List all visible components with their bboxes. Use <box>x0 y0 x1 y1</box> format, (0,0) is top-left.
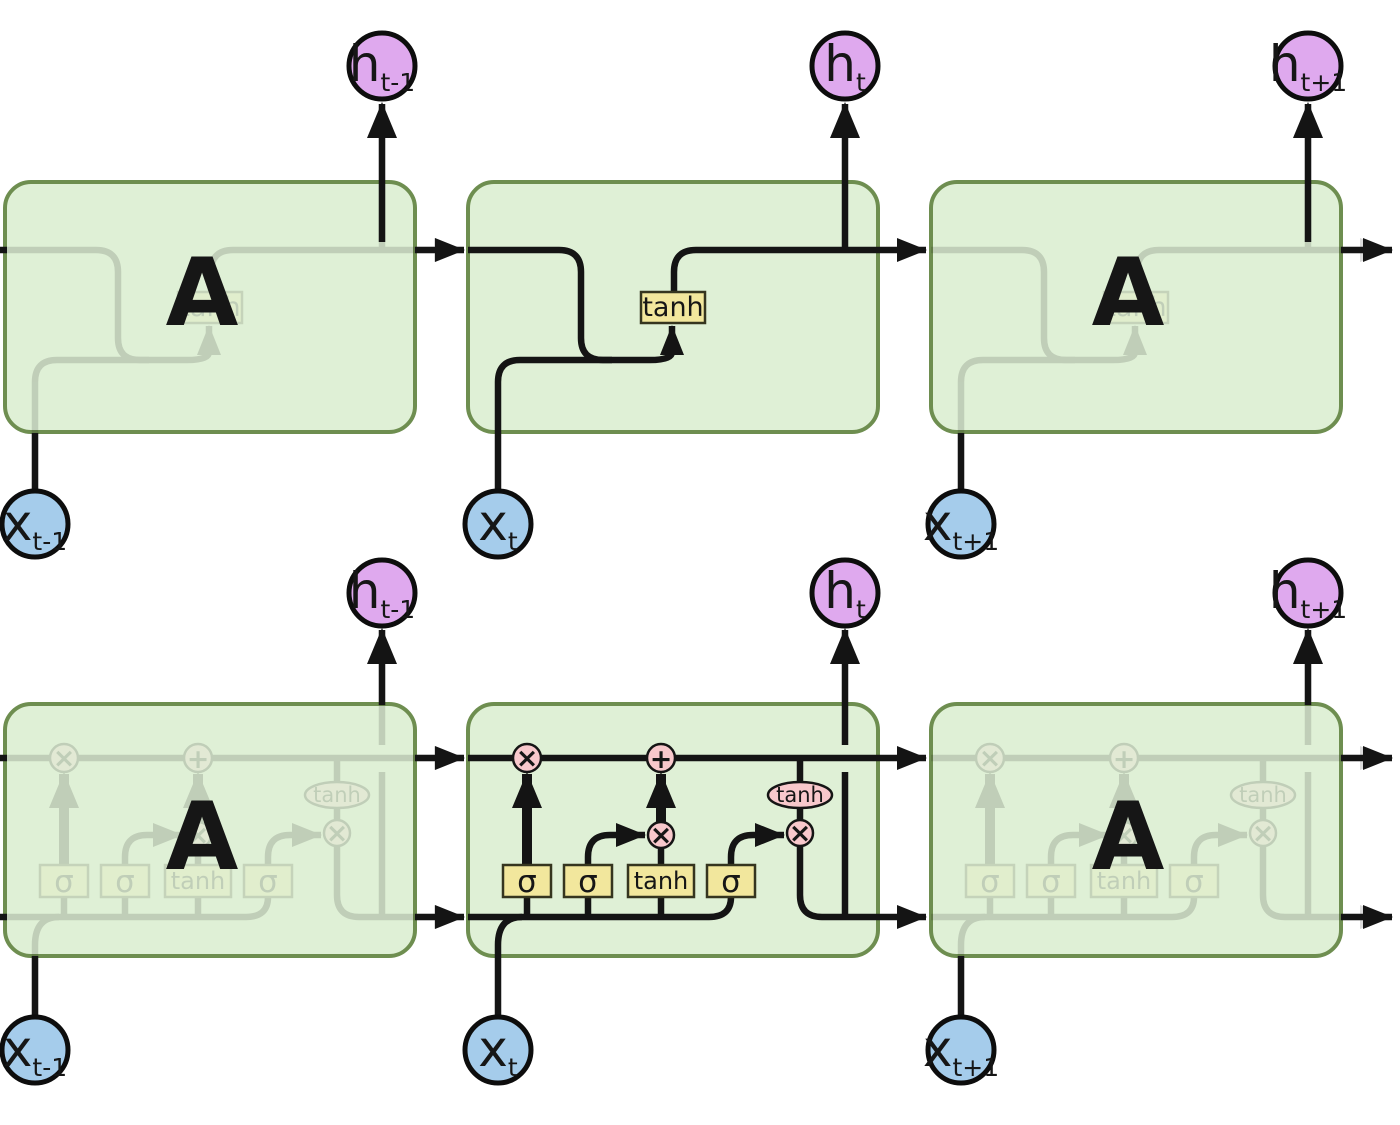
node-x-prev-label: xt-1 <box>3 494 67 556</box>
node-h-next-lstm <box>1272 557 1344 629</box>
node-x-next-label: xt+1 <box>923 494 999 556</box>
cell-add-op <box>645 742 677 774</box>
node-h-next-label: ht+1 <box>1269 35 1347 97</box>
cell-tanh-output-wire <box>796 761 927 929</box>
output-gate-box <box>705 863 757 899</box>
node-x-prev <box>0 488 71 560</box>
tanh-activation-box <box>639 290 707 325</box>
candidate-gate-label: tanh <box>634 867 689 895</box>
forget-multiply-label: × <box>516 743 539 774</box>
node-x-next-lstm-label: xt+1 <box>923 1020 999 1082</box>
node-x-current-lstm-label: xt <box>478 1020 518 1082</box>
node-x-current-lstm <box>462 1014 534 1086</box>
node-x-current-label: xt <box>478 494 518 556</box>
lstm-input-x-wire <box>494 913 523 1017</box>
input-multiply-op <box>646 820 676 850</box>
output-gate-arrow <box>727 823 785 867</box>
node-h-current-label: ht <box>824 35 866 97</box>
lstm-internals: σ σ tanh σ × + × tanh × <box>468 628 927 1017</box>
cell-add-label: + <box>650 744 673 775</box>
rnn-chain-row: tanh A A ht-1 ht ht+1 xt-1 xt xt+1 <box>0 30 1393 560</box>
node-h-prev-lstm-label: ht-1 <box>349 562 415 624</box>
rnn-input-x-wire <box>494 356 612 491</box>
node-h-current <box>809 30 881 102</box>
node-h-next-lstm-label: ht+1 <box>1269 562 1347 624</box>
lstm-module-label-next: A <box>1092 783 1165 892</box>
input-gate-box <box>562 863 614 899</box>
lstm-chain-row: σ σ tanh σ × + × tanh × A A <box>0 557 1392 1086</box>
output-multiply-label: × <box>789 818 812 849</box>
node-h-prev <box>346 30 418 102</box>
output-gate-label: σ <box>721 864 741 900</box>
forget-multiply-op <box>511 742 543 774</box>
candidate-gate-box <box>626 863 696 899</box>
input-gate-label: σ <box>578 864 598 900</box>
node-h-current-lstm-label: ht <box>824 562 866 624</box>
hidden-state-input-wire <box>468 896 735 921</box>
node-x-next-lstm <box>925 1014 997 1086</box>
forget-gate-box <box>501 863 553 899</box>
node-h-current-lstm <box>809 557 881 629</box>
lstm-module-label-prev: A <box>166 783 239 892</box>
cell-tanh-op <box>766 780 834 810</box>
node-x-prev-lstm <box>0 1014 71 1086</box>
rnn-internals: tanh <box>468 102 927 491</box>
node-x-current <box>462 488 534 560</box>
rnn-module-label-next: A <box>1092 239 1165 348</box>
input-multiply-label: × <box>650 820 673 851</box>
node-x-prev-lstm-label: xt-1 <box>3 1020 67 1082</box>
rnn-module-label-prev: A <box>166 239 239 348</box>
node-h-prev-label: ht-1 <box>349 35 415 97</box>
node-h-next <box>1272 30 1344 102</box>
tanh-activation-label: tanh <box>642 292 703 323</box>
rnn-output-wire <box>670 238 927 292</box>
rnn-recurrent-input-wire <box>468 246 684 364</box>
forget-gate-label: σ <box>517 864 537 900</box>
node-h-prev-lstm <box>346 557 418 629</box>
cell-tanh-label: tanh <box>776 783 824 807</box>
node-x-next <box>925 488 997 560</box>
output-multiply-op <box>785 818 815 848</box>
input-gate-arrow <box>584 823 646 867</box>
